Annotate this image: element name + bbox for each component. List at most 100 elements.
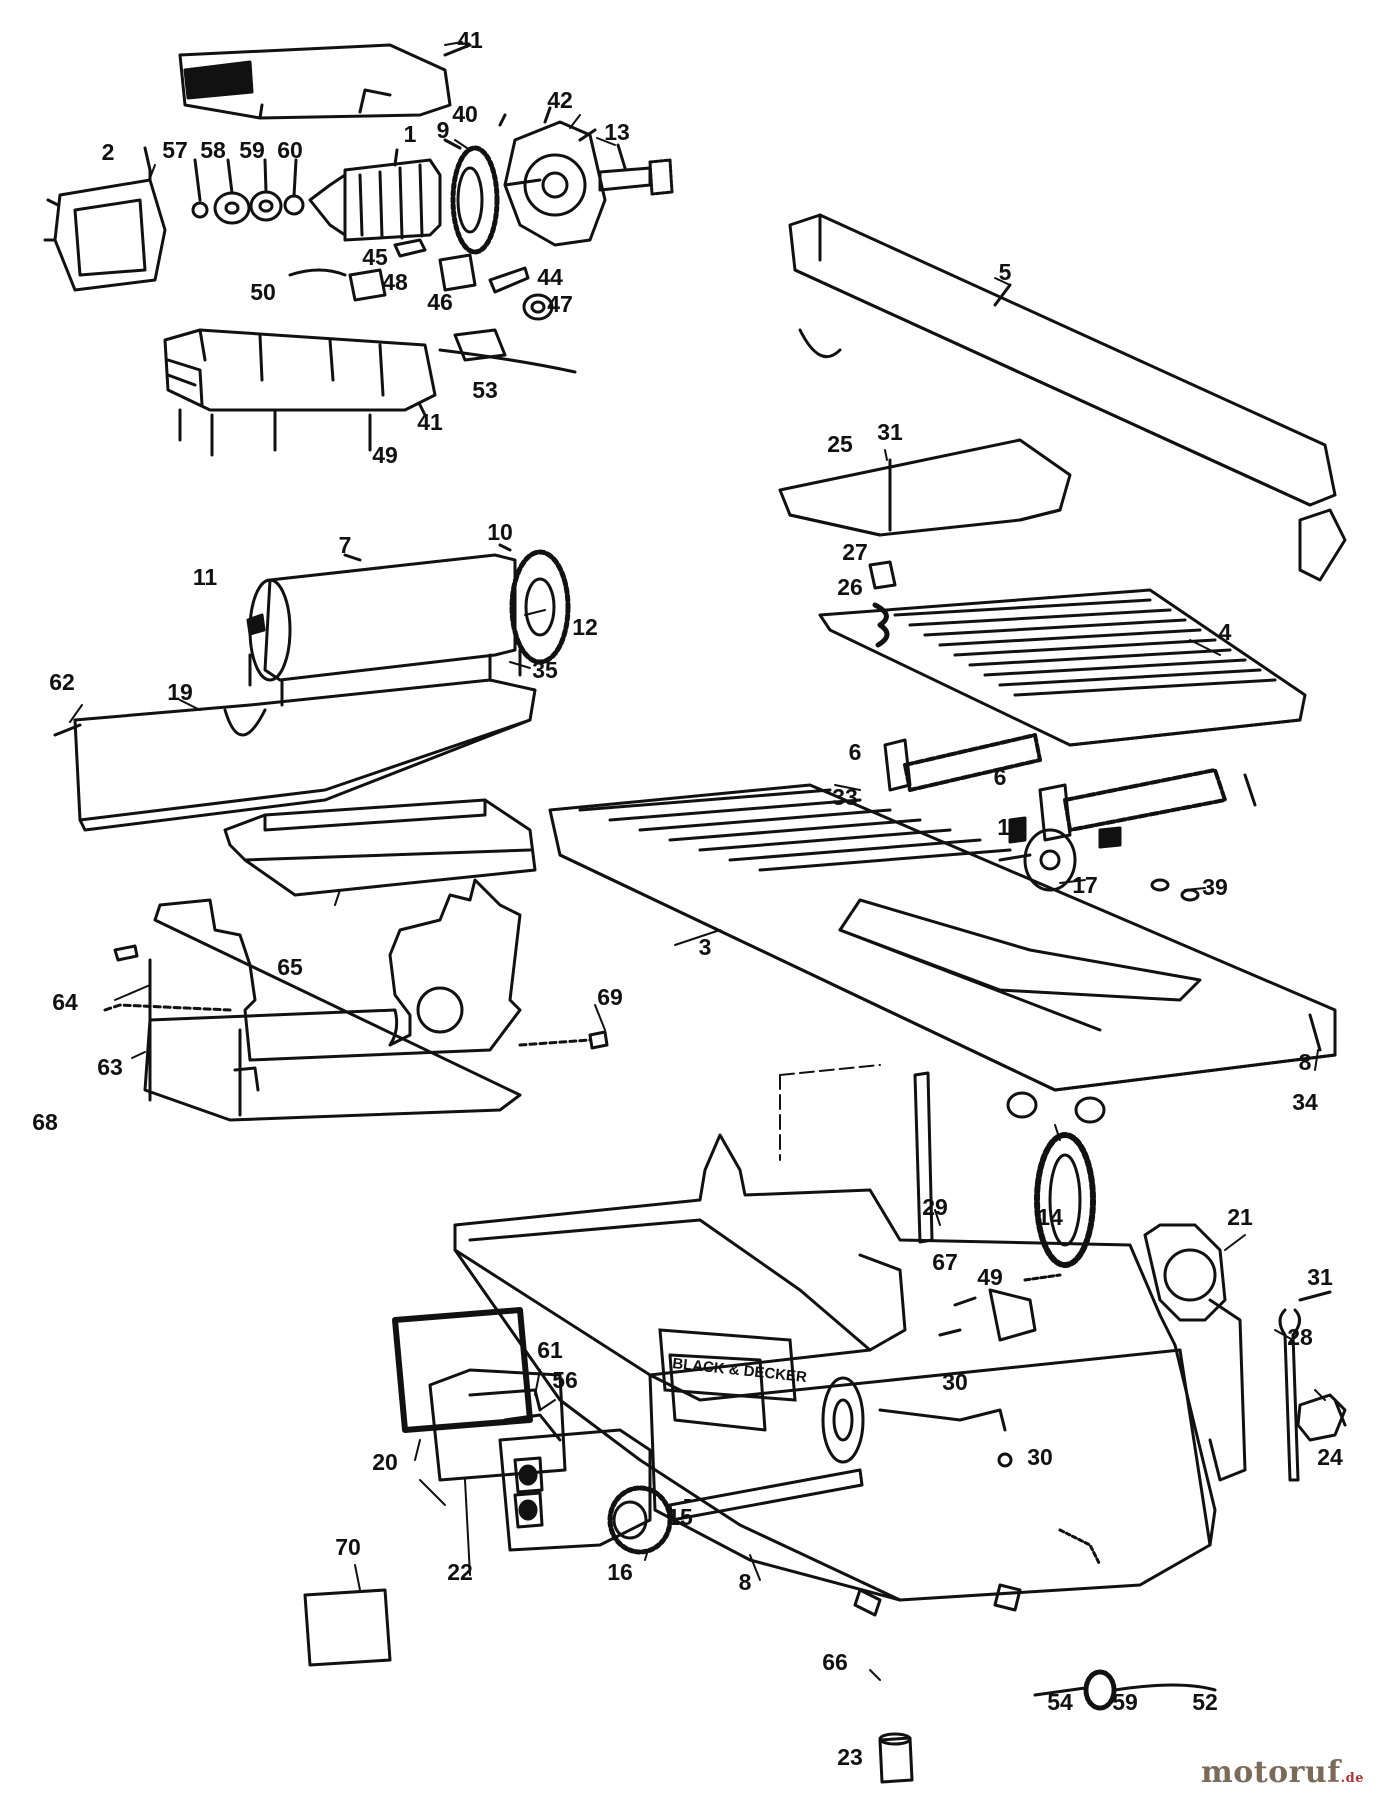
part-callout-69: 69 xyxy=(597,984,623,1010)
part-callout-47: 47 xyxy=(547,291,573,317)
part-callout-19: 19 xyxy=(167,679,193,705)
part-callout-65: 65 xyxy=(277,954,303,980)
switch-assembly xyxy=(392,1307,567,1482)
adjust-knob xyxy=(1296,1393,1347,1442)
knob-and-spring xyxy=(868,560,897,648)
side-panel xyxy=(143,878,522,1122)
part-callout-58: 58 xyxy=(200,137,226,163)
watermark-text: motoruf xyxy=(1200,1755,1341,1790)
panel-screws xyxy=(103,944,609,1050)
part-callout-31: 31 xyxy=(1307,1264,1333,1290)
part-callout-7: 7 xyxy=(339,532,352,558)
gear xyxy=(443,138,500,255)
table-brackets xyxy=(883,733,1257,842)
part-callout-15: 15 xyxy=(667,1504,693,1530)
leader-lines xyxy=(69,41,1326,1681)
watermark: motoruf.de xyxy=(1201,1755,1364,1790)
part-callout-61: 61 xyxy=(537,1337,563,1363)
part-callout-62: 62 xyxy=(49,669,75,695)
small-screws xyxy=(938,1273,1062,1468)
brush-holders xyxy=(288,238,554,321)
part-callouts: 1234566788910111213141516171819202122232… xyxy=(32,27,1343,1770)
switch-box xyxy=(498,1428,652,1552)
part-callout-53: 53 xyxy=(472,377,498,403)
infeed-table xyxy=(818,588,1307,747)
part-callout-13: 13 xyxy=(604,119,630,145)
deflector xyxy=(223,798,537,897)
part-callout-20: 20 xyxy=(372,1449,398,1475)
armature xyxy=(308,148,442,242)
part-callout-8: 8 xyxy=(1299,1049,1312,1075)
lead-screw xyxy=(668,1468,864,1522)
part-callout-6: 6 xyxy=(849,739,862,765)
part-callout-57: 57 xyxy=(162,137,188,163)
part-callout-31: 31 xyxy=(877,419,903,445)
blade-guard xyxy=(778,438,1072,537)
part-callout-50: 50 xyxy=(250,279,276,305)
cutter-block xyxy=(246,543,571,707)
part-callout-11: 11 xyxy=(193,564,218,590)
label-plate xyxy=(303,1588,392,1667)
chip-chute xyxy=(53,678,537,832)
part-callout-41: 41 xyxy=(457,27,483,53)
motor-top-cover xyxy=(178,43,472,120)
part-callout-14: 14 xyxy=(1037,1204,1063,1230)
field-housing xyxy=(43,146,167,292)
part-callout-59: 59 xyxy=(1112,1689,1138,1715)
part-callout-41: 41 xyxy=(417,409,443,435)
part-callout-30: 30 xyxy=(1027,1444,1053,1470)
part-callout-25: 25 xyxy=(827,431,853,457)
part-callout-44: 44 xyxy=(537,264,563,290)
part-callout-33: 33 xyxy=(832,784,858,810)
part-callout-54: 54 xyxy=(1047,1689,1073,1715)
part-callout-48: 48 xyxy=(382,269,408,295)
part-callout-60: 60 xyxy=(277,137,303,163)
part-callout-22: 22 xyxy=(447,1559,473,1585)
part-callout-26: 26 xyxy=(837,574,863,600)
part-callout-17: 17 xyxy=(1072,872,1098,898)
part-callout-34: 34 xyxy=(1292,1089,1318,1115)
part-callout-6: 6 xyxy=(994,764,1007,790)
part-callout-40: 40 xyxy=(452,101,478,127)
part-callout-23: 23 xyxy=(837,1744,863,1770)
part-callout-16: 16 xyxy=(607,1559,633,1585)
adjustment-rod xyxy=(779,1064,934,1244)
part-callout-27: 27 xyxy=(842,539,868,565)
part-callout-64: 64 xyxy=(52,989,78,1015)
part-callout-49: 49 xyxy=(372,442,398,468)
part-callout-18: 18 xyxy=(997,814,1023,840)
part-callout-30: 30 xyxy=(942,1369,968,1395)
part-callout-24: 24 xyxy=(1317,1444,1343,1470)
power-cord xyxy=(1033,1669,1217,1711)
part-callout-52: 52 xyxy=(1192,1689,1218,1715)
pulley-housing xyxy=(1143,1223,1247,1482)
part-callout-70: 70 xyxy=(335,1534,361,1560)
part-callout-39: 39 xyxy=(1202,874,1228,900)
part-callout-8: 8 xyxy=(739,1569,752,1595)
part-callout-46: 46 xyxy=(427,289,453,315)
rubber-foot xyxy=(878,1732,914,1784)
fence xyxy=(788,213,1347,582)
part-callout-21: 21 xyxy=(1227,1204,1253,1230)
part-callout-66: 66 xyxy=(822,1649,848,1675)
part-callout-56: 56 xyxy=(552,1367,578,1393)
part-callout-10: 10 xyxy=(487,519,513,545)
part-callout-3: 3 xyxy=(699,934,712,960)
depth-knob xyxy=(607,1485,673,1555)
watermark-suffix: .de xyxy=(1340,1771,1364,1786)
part-callout-49: 49 xyxy=(977,1264,1003,1290)
gear-case xyxy=(498,106,607,247)
part-callout-28: 28 xyxy=(1287,1324,1313,1350)
part-callout-5: 5 xyxy=(999,259,1012,285)
spanner xyxy=(1278,1308,1301,1482)
cutter-bearing-block xyxy=(998,816,1200,902)
pinion-shaft xyxy=(598,143,674,196)
motor-bottom-housing xyxy=(163,328,577,457)
part-callout-9: 9 xyxy=(437,117,450,143)
part-callout-67: 67 xyxy=(932,1249,958,1275)
part-callout-68: 68 xyxy=(32,1109,58,1135)
part-callout-42: 42 xyxy=(547,87,573,113)
part-callout-2: 2 xyxy=(102,139,115,165)
part-callout-45: 45 xyxy=(362,244,388,270)
part-callout-63: 63 xyxy=(97,1054,123,1080)
